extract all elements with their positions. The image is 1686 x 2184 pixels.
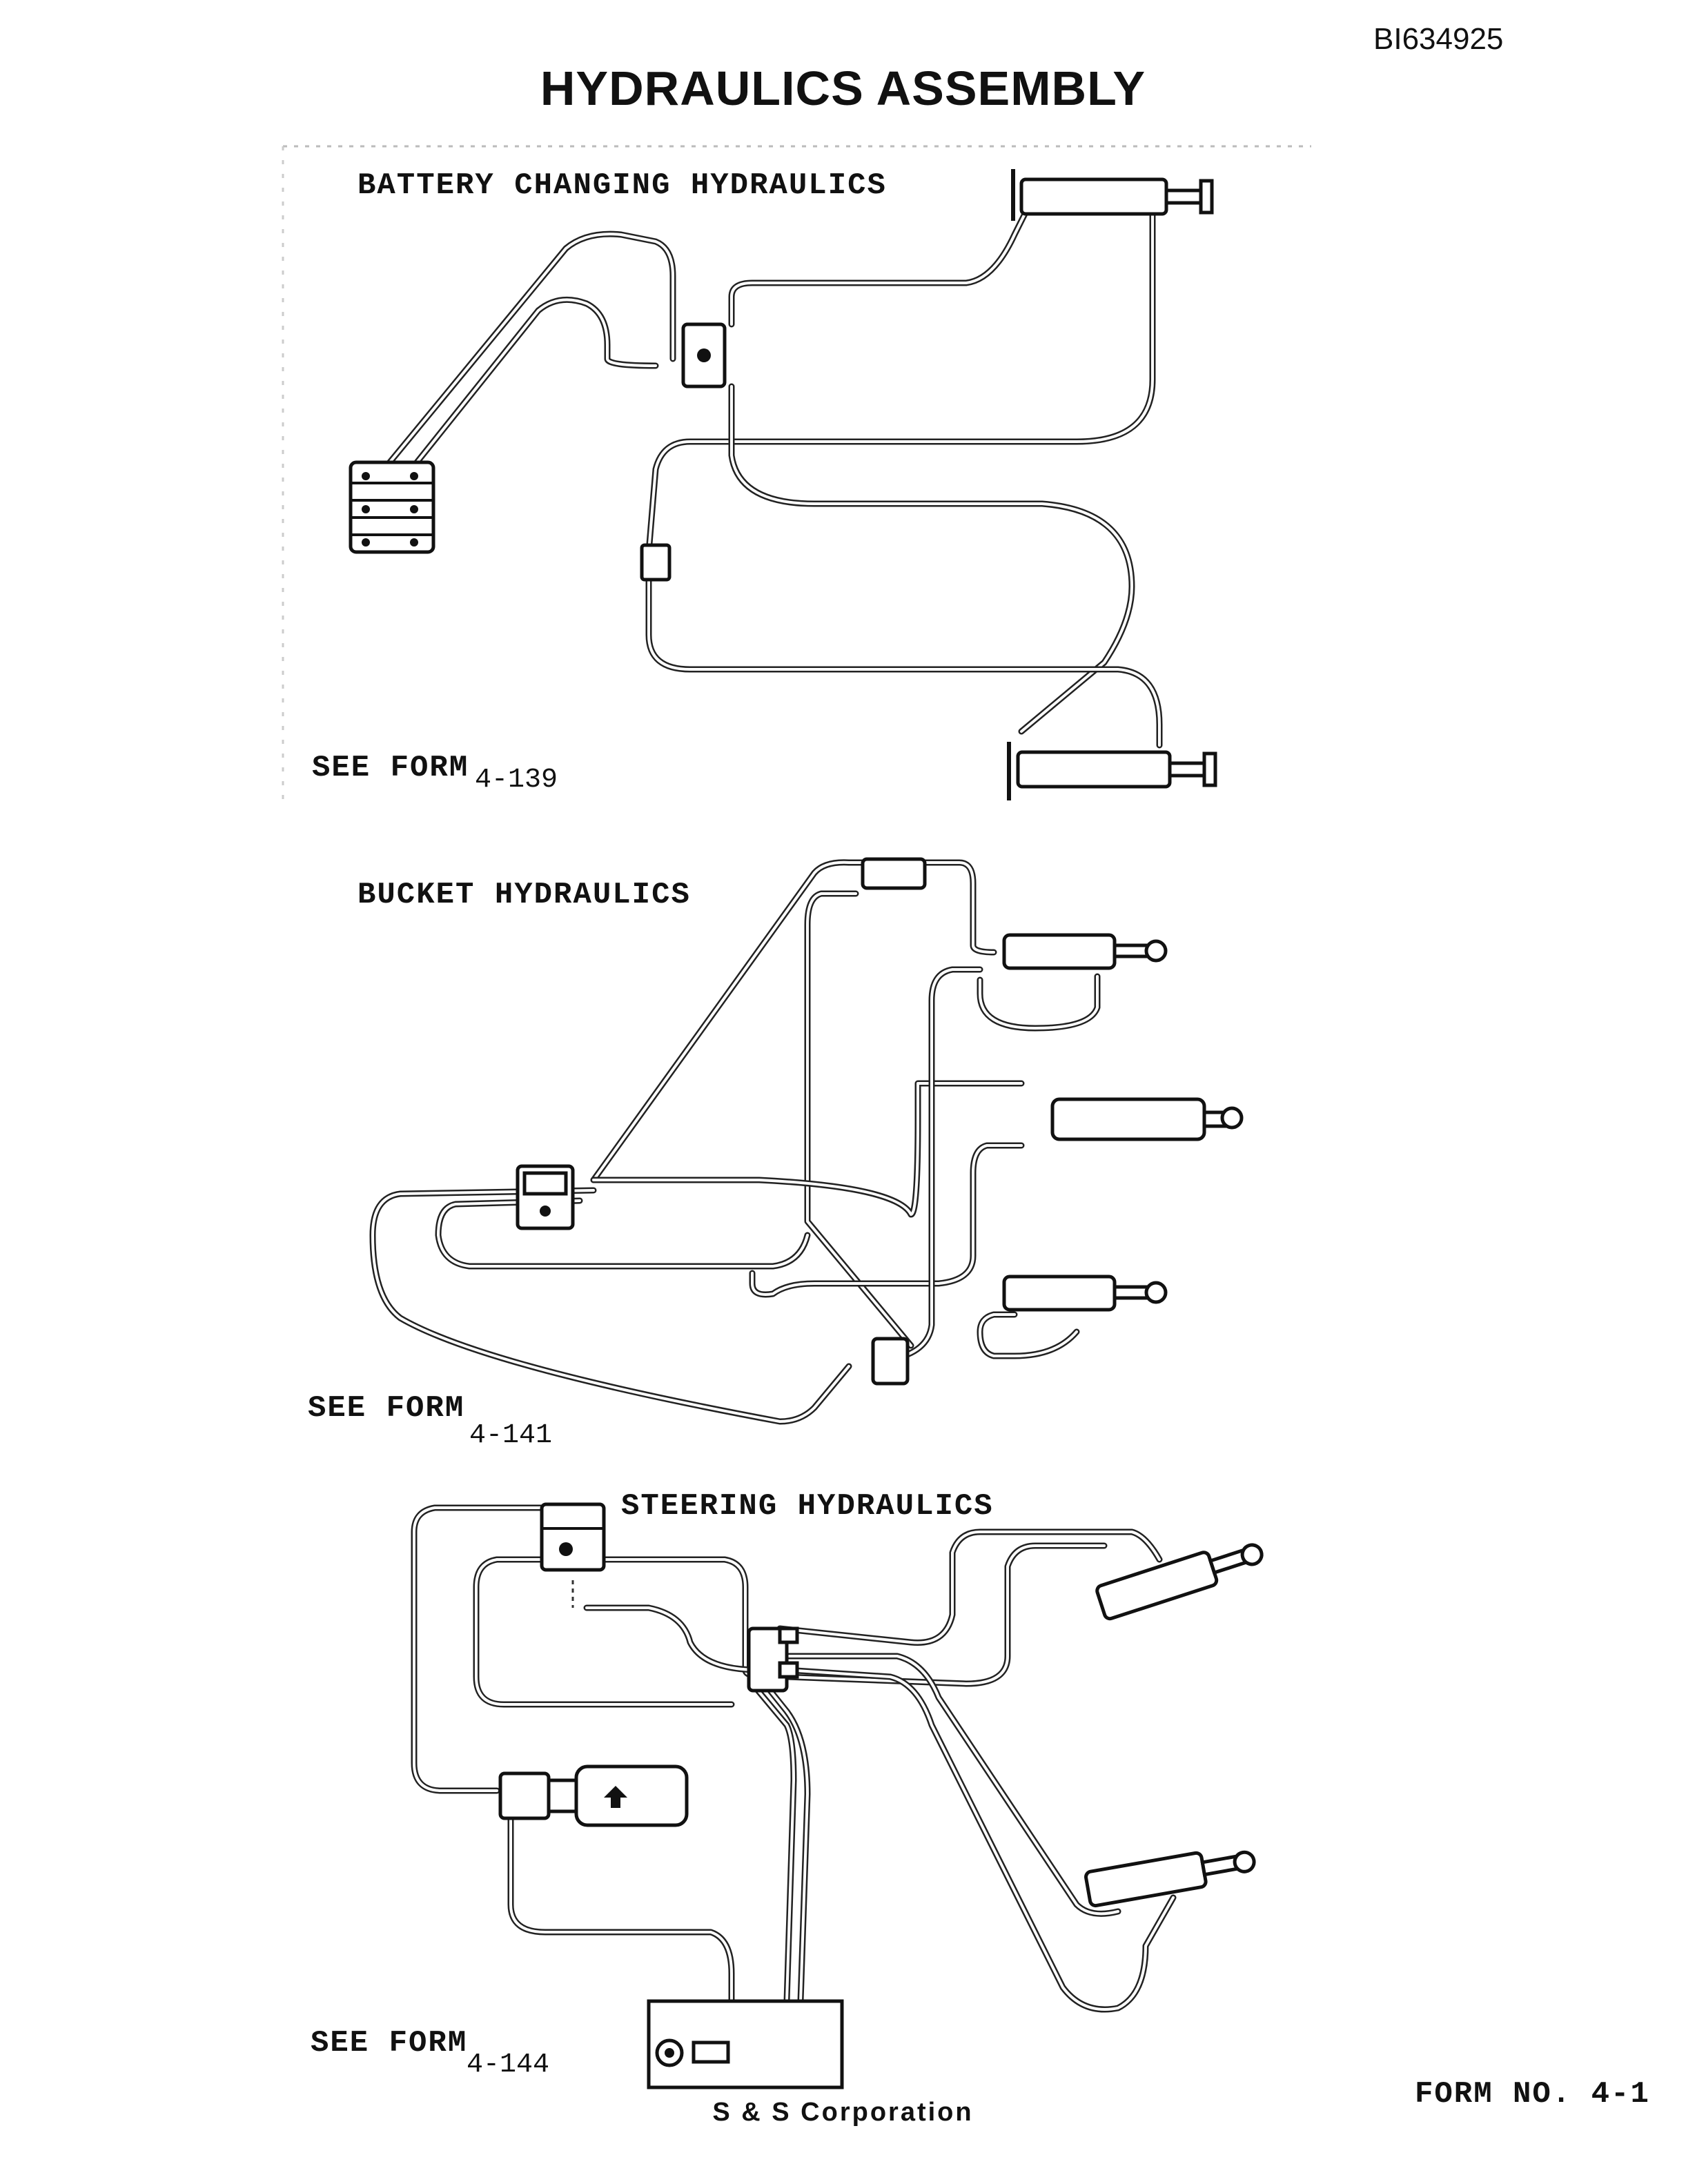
steering-reservoir [647,1999,844,2089]
battery-tee-fitting [640,543,672,582]
steering-section-heading: STEERING HYDRAULICS [621,1489,994,1524]
battery-see-form-label: SEE FORM [312,751,469,785]
steering-hoses [411,1504,1177,2013]
bucket-form-ref: 4-141 [469,1420,553,1451]
bucket-see-form-label: SEE FORM [308,1391,465,1426]
bucket-control-valve [516,1164,575,1230]
bucket-hoses [369,859,1101,1425]
document-id: BI634925 [1373,22,1504,56]
page-title: HYDRAULICS ASSEMBLY [540,61,1146,115]
arrow-up-icon [604,1786,627,1808]
battery-control-valve [349,460,435,554]
bucket-hydraulics-diagram [369,857,1244,1425]
bucket-bottom-flow-divider [871,1337,910,1386]
bucket-section-heading: BUCKET HYDRAULICS [357,878,691,912]
battery-lower-cylinder [1007,742,1217,800]
battery-hoses [369,204,1163,749]
steering-form-ref: 4-144 [467,2049,550,2080]
steering-upper-cylinder [1095,1543,1264,1621]
battery-upper-cylinder [1011,169,1214,221]
bucket-top-flow-divider [861,857,927,890]
steering-lower-cylinder [1084,1850,1256,1908]
form-number: FORM NO. 4-1 [1415,2077,1650,2112]
steering-see-form-label: SEE FORM [311,2026,468,2060]
steering-valve [540,1502,606,1572]
steering-manifold [747,1626,799,1693]
steering-pump-motor [498,1764,689,1827]
bucket-upper-cylinder [1002,933,1168,970]
battery-hydraulics-diagram [349,169,1217,800]
battery-flow-divider [681,322,727,388]
battery-section-heading: BATTERY CHANGING HYDRAULICS [357,168,887,203]
company-name: S & S Corporation [712,2098,974,2127]
steering-hydraulics-diagram [411,1502,1264,2089]
bucket-middle-cylinder [1050,1097,1244,1141]
battery-form-ref: 4-139 [475,765,558,796]
bucket-lower-cylinder [1002,1275,1168,1312]
